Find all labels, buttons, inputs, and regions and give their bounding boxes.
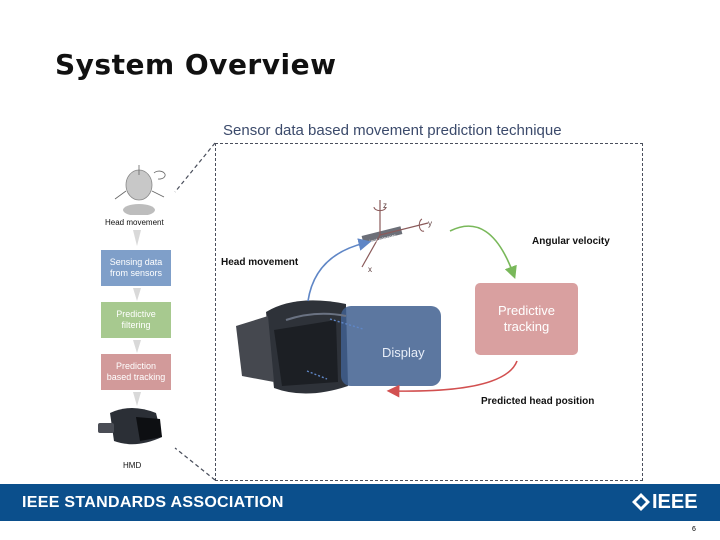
callout-lines xyxy=(174,142,216,481)
head-movement-caption: Head movement xyxy=(105,218,164,227)
flow-step-filtering: Predictive filtering xyxy=(101,302,171,338)
slide-title: System Overview xyxy=(55,48,337,81)
ieee-diamond-icon xyxy=(632,493,650,511)
axis-x-label: x xyxy=(368,265,372,274)
hmd-caption: HMD xyxy=(123,461,142,470)
head-movement-label: Head movement xyxy=(221,257,299,268)
flow-arrows xyxy=(133,230,141,406)
ieee-logo-text: IEEE xyxy=(652,491,698,513)
panel-arrows xyxy=(306,225,518,398)
sensor-axes-icon xyxy=(361,200,429,268)
hmd-small-icon xyxy=(98,408,162,445)
hmd-large-icon xyxy=(236,300,441,394)
technique-panel xyxy=(215,143,643,481)
panel-title: Sensor data based movement prediction te… xyxy=(223,122,562,139)
display-label: Display xyxy=(382,345,425,360)
flow-step-tracking: Prediction based tracking xyxy=(101,354,171,390)
axis-y-label: y xyxy=(428,219,432,228)
flow-step-sensing: Sensing data from sensors xyxy=(101,250,171,286)
angular-velocity-label: Angular velocity xyxy=(532,236,610,247)
footer-org-name: IEEE STANDARDS ASSOCIATION xyxy=(22,494,284,511)
predictive-tracking-box: Predictive tracking xyxy=(475,283,578,355)
head-figure-icon xyxy=(114,165,166,215)
predicted-head-position-label: Predicted head position xyxy=(481,396,595,407)
page-number: 6 xyxy=(692,526,696,533)
axis-z-label: z xyxy=(383,201,387,210)
footer-bar xyxy=(0,484,720,521)
